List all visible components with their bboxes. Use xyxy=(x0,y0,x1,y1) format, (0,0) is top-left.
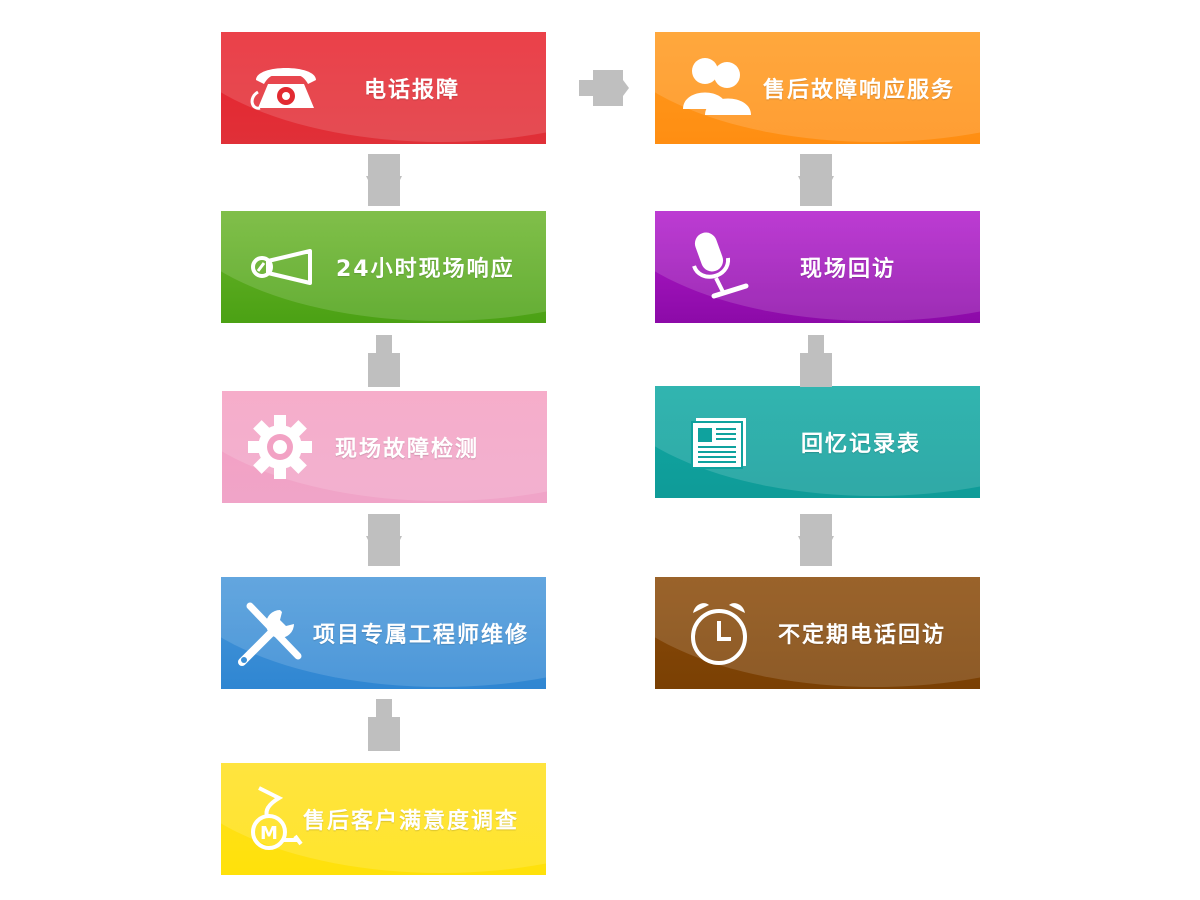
connector-arrow-down xyxy=(800,335,832,387)
connector-arrow-down xyxy=(366,514,402,566)
step-satisfaction-survey-box: M 售后客户满意度调查 xyxy=(221,763,546,875)
step-label: 回忆记录表 xyxy=(801,432,922,457)
step-label: 24小时现场响应 xyxy=(336,257,515,282)
step-24h-onsite-box: 24小时现场响应 xyxy=(221,211,546,323)
newspaper-icon xyxy=(681,402,761,482)
connector-arrow-down xyxy=(368,335,400,387)
step-fault-detection-box: 现场故障检测 xyxy=(222,391,547,503)
step-label: 现场故障检测 xyxy=(335,437,480,462)
step-random-phone-revisit-box: 不定期电话回访 xyxy=(655,577,980,689)
step-label: 现场回访 xyxy=(800,257,897,282)
connector-arrow-down xyxy=(798,154,834,206)
microphone-icon xyxy=(679,227,759,307)
step-after-sales-response-box: 售后故障响应服务 xyxy=(655,32,980,144)
svg-text:M: M xyxy=(260,823,278,844)
step-record-sheet-box: 回忆记录表 xyxy=(655,386,980,498)
french-horn-icon: M xyxy=(237,779,317,859)
connector-arrow-down xyxy=(798,514,834,566)
step-label: 电话报障 xyxy=(364,78,461,103)
step-engineer-repair-box: 项目专属工程师维修 xyxy=(221,577,546,689)
step-label: 项目专属工程师维修 xyxy=(313,623,530,648)
telephone-icon xyxy=(246,48,326,128)
connector-arrow-right xyxy=(579,70,629,106)
gear-icon xyxy=(240,407,320,487)
step-label: 售后故障响应服务 xyxy=(763,78,956,103)
horn-icon xyxy=(243,227,323,307)
step-label: 售后客户满意度调查 xyxy=(303,809,520,834)
connector-arrow-down xyxy=(368,699,400,751)
connector-arrow-down xyxy=(366,154,402,206)
step-label: 不定期电话回访 xyxy=(778,623,947,648)
alarm-clock-icon xyxy=(679,593,759,673)
tools-icon xyxy=(231,593,311,673)
step-phone-report-box: 电话报障 xyxy=(221,32,546,144)
users-icon xyxy=(677,48,757,128)
step-onsite-revisit-box: 现场回访 xyxy=(655,211,980,323)
